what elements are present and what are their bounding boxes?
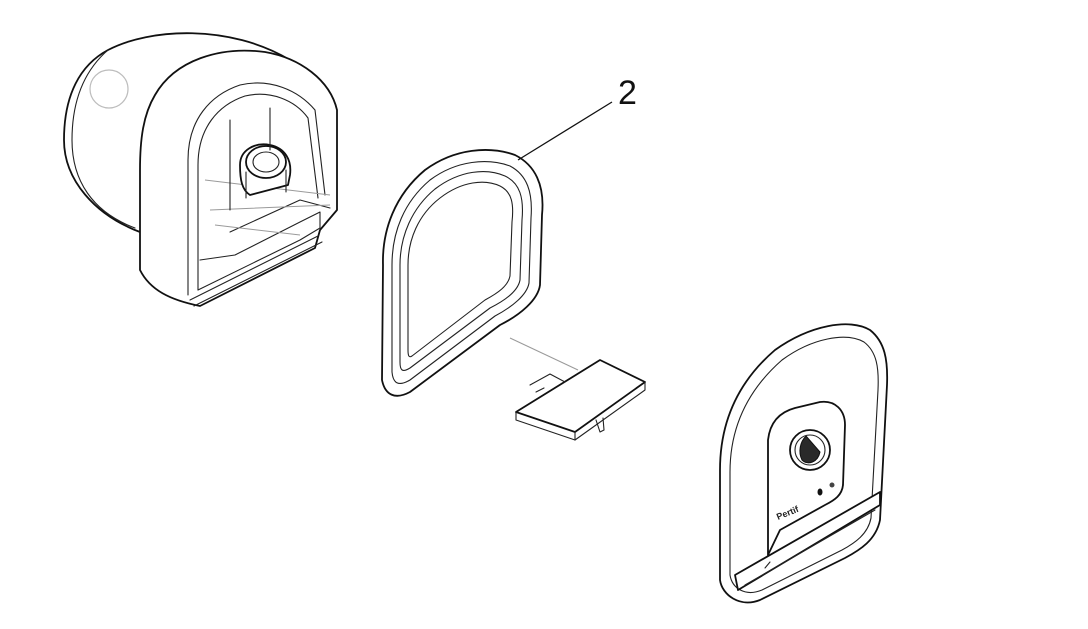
gasket-seal (381, 149, 544, 397)
sensor-lens-icon (799, 435, 821, 464)
housing-part (63, 32, 338, 307)
front-cover-plate: Pertif (719, 323, 889, 604)
callout-leader-line (517, 101, 613, 161)
mounting-clip (509, 337, 646, 441)
callout-label: 2 (618, 74, 637, 112)
housing-label-circle (89, 69, 129, 109)
callout-2: 2 (517, 74, 637, 161)
indicator-symbol-icon (829, 482, 835, 488)
indicator-dot-icon (817, 488, 823, 496)
